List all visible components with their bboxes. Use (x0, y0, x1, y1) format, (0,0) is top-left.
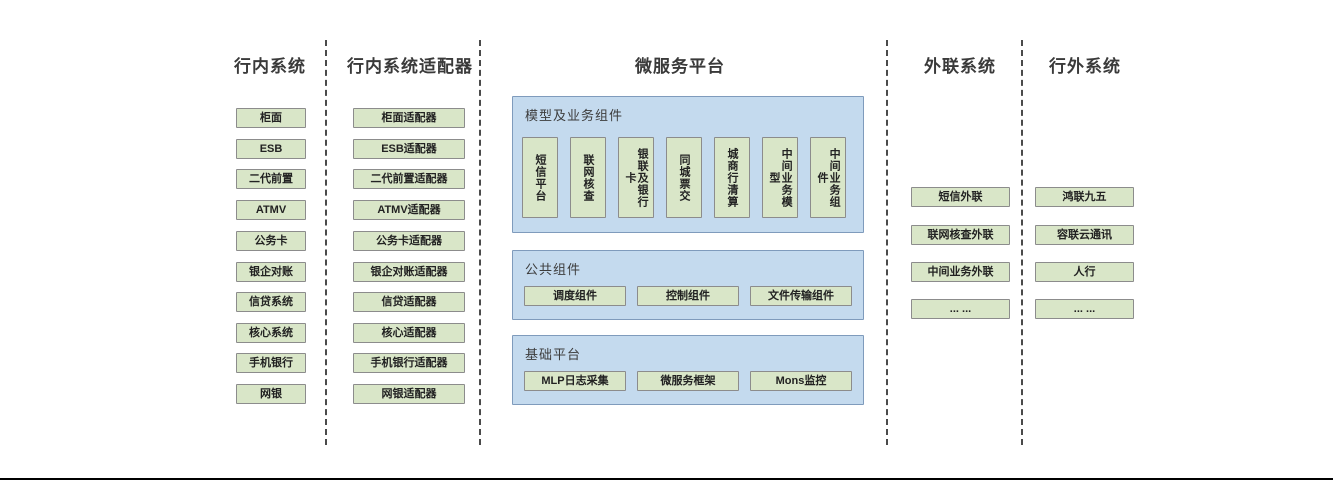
model-component-box[interactable]: 联网核查 (570, 137, 606, 218)
internal-system-box[interactable]: ESB (236, 139, 306, 159)
model-component-box[interactable]: 同城票交 (666, 137, 702, 218)
external-link-box[interactable]: 短信外联 (911, 187, 1010, 207)
model-component-box[interactable]: 中间业务组件 (810, 137, 846, 218)
internal-system-box[interactable]: 银企对账 (236, 262, 306, 282)
public-component-box[interactable]: 调度组件 (524, 286, 626, 306)
internal-adapter-box[interactable]: ESB适配器 (353, 139, 465, 159)
model-component-box[interactable]: 短信平台 (522, 137, 558, 218)
model-component-box[interactable]: 城商行清算 (714, 137, 750, 218)
external-link-box[interactable]: 联网核查外联 (911, 225, 1010, 245)
panel-title-model-business-components: 模型及业务组件 (525, 108, 624, 123)
panel-base-platform: 基础平台 (512, 335, 864, 405)
bottom-divider-rule (0, 478, 1333, 480)
panel-public-components: 公共组件 (512, 250, 864, 320)
internal-system-box[interactable]: 核心系统 (236, 323, 306, 343)
internal-adapter-box[interactable]: 二代前置适配器 (353, 169, 465, 189)
divider-2 (479, 40, 481, 445)
column-header-microservice-platform: 微服务平台 (635, 57, 725, 76)
divider-3 (886, 40, 888, 445)
internal-adapter-box[interactable]: 信贷适配器 (353, 292, 465, 312)
internal-system-box[interactable]: 手机银行 (236, 353, 306, 373)
internal-adapter-box[interactable]: 网银适配器 (353, 384, 465, 404)
outside-bank-box[interactable]: 鸿联九五 (1035, 187, 1134, 207)
external-link-box[interactable]: 中间业务外联 (911, 262, 1010, 282)
base-platform-box[interactable]: 微服务框架 (637, 371, 739, 391)
panel-title-base-platform: 基础平台 (525, 347, 582, 362)
internal-adapter-box[interactable]: 手机银行适配器 (353, 353, 465, 373)
column-header-internal-systems: 行内系统 (234, 57, 306, 76)
internal-system-box[interactable]: ATMV (236, 200, 306, 220)
outside-bank-box[interactable]: 人行 (1035, 262, 1134, 282)
public-component-box[interactable]: 文件传输组件 (750, 286, 852, 306)
divider-1 (325, 40, 327, 445)
internal-adapter-box[interactable]: 柜面适配器 (353, 108, 465, 128)
column-header-outside-bank-systems: 行外系统 (1049, 57, 1121, 76)
internal-system-box[interactable]: 信贷系统 (236, 292, 306, 312)
divider-4 (1021, 40, 1023, 445)
base-platform-box[interactable]: MLP日志采集 (524, 371, 626, 391)
internal-system-box[interactable]: 柜面 (236, 108, 306, 128)
model-component-box[interactable]: 中间业务模型 (762, 137, 798, 218)
column-header-external-link-systems: 外联系统 (924, 57, 996, 76)
internal-adapter-box[interactable]: 公务卡适配器 (353, 231, 465, 251)
external-link-box[interactable]: ... ... (911, 299, 1010, 319)
outside-bank-box[interactable]: ... ... (1035, 299, 1134, 319)
internal-system-box[interactable]: 二代前置 (236, 169, 306, 189)
internal-system-box[interactable]: 网银 (236, 384, 306, 404)
public-component-box[interactable]: 控制组件 (637, 286, 739, 306)
model-component-box[interactable]: 银联及银行卡 (618, 137, 654, 218)
internal-adapter-box[interactable]: ATMV适配器 (353, 200, 465, 220)
column-header-internal-adapters: 行内系统适配器 (347, 57, 473, 76)
internal-system-box[interactable]: 公务卡 (236, 231, 306, 251)
panel-title-public-components: 公共组件 (525, 262, 582, 277)
outside-bank-box[interactable]: 容联云通讯 (1035, 225, 1134, 245)
internal-adapter-box[interactable]: 核心适配器 (353, 323, 465, 343)
base-platform-box[interactable]: Mons监控 (750, 371, 852, 391)
internal-adapter-box[interactable]: 银企对账适配器 (353, 262, 465, 282)
